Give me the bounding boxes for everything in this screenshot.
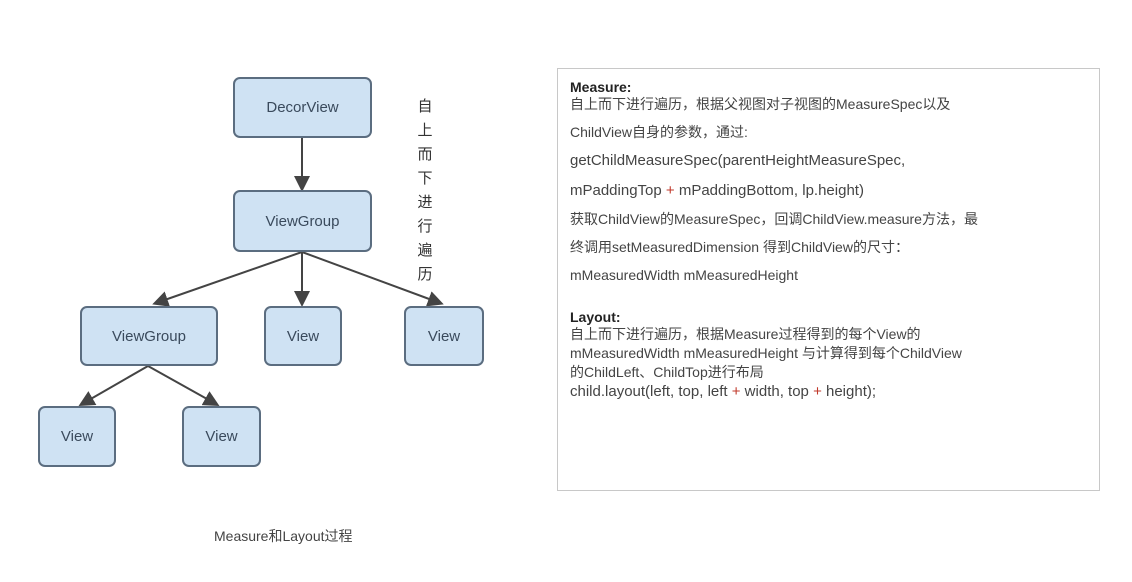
node-label: View	[205, 428, 238, 445]
layout-code: child.layout(left, top, left + width, to…	[570, 382, 1087, 401]
node-decorview: DecorView	[233, 77, 372, 138]
node-label: ViewGroup	[265, 212, 340, 230]
node-view-b: View	[404, 306, 484, 366]
tree-diagram: DecorView ViewGroup ViewGroup View View …	[0, 0, 560, 582]
layout-line3: 的ChildLeft、ChildTop进行布局	[570, 364, 764, 380]
code-part: mPaddingBottom, lp.height)	[674, 182, 864, 199]
code-part: mPaddingTop	[570, 182, 666, 199]
measure-line2: ChildView自身的参数，通过:	[570, 124, 748, 140]
node-leaf-b: View	[182, 406, 261, 467]
code-part: height);	[821, 383, 877, 400]
edge-childgroup-leafa	[78, 365, 149, 406]
diagram-caption: Measure和Layout过程	[214, 528, 353, 544]
connector-lines	[78, 138, 444, 406]
layout-line2: mMeasuredWidth mMeasuredHeight 与计算得到每个Ch…	[570, 345, 962, 361]
node-child-viewgroup: ViewGroup	[80, 306, 218, 366]
measure-line5: mMeasuredWidth mMeasuredHeight	[570, 267, 798, 283]
node-view-a: View	[264, 306, 342, 366]
vertical-note: 自上而下进行遍历	[417, 98, 433, 283]
edge-group-childgroup	[152, 251, 303, 307]
node-label: DecorView	[266, 99, 339, 116]
node-viewgroup: ViewGroup	[233, 190, 372, 252]
node-label: ViewGroup	[112, 327, 186, 345]
measure-code2: mPaddingTop + mPaddingBottom, lp.height)	[570, 180, 1087, 202]
measure-line1: 自上而下进行遍历，根据父视图对子视图的MeasureSpec以及	[570, 96, 951, 112]
node-label: View	[286, 327, 320, 345]
code-part: width, top	[740, 383, 814, 400]
layout-line1: 自上而下进行遍历，根据Measure过程得到的每个View的	[570, 326, 921, 342]
plus-sign: +	[731, 383, 741, 400]
plus-sign: +	[665, 182, 675, 199]
plus-sign: +	[813, 383, 822, 400]
explanation-panel: Measure: 自上而下进行遍历，根据父视图对子视图的MeasureSpec以…	[557, 68, 1100, 491]
node-label: View	[427, 327, 461, 345]
measure-code1: getChildMeasureSpec(parentHeightMeasureS…	[570, 152, 906, 169]
layout-heading: Layout:	[570, 309, 621, 325]
node-leaf-a: View	[38, 406, 116, 467]
node-label: View	[60, 428, 94, 445]
measure-line4: 终调用setMeasuredDimension 得到ChildView的尺寸：	[570, 239, 909, 255]
edge-group-viewb	[301, 251, 444, 307]
code-part: child.layout(left, top, left	[570, 383, 732, 400]
edge-childgroup-leafb	[147, 365, 220, 406]
measure-line3: 获取ChildView的MeasureSpec，回调ChildView.meas…	[570, 211, 978, 227]
measure-heading: Measure:	[570, 79, 632, 95]
